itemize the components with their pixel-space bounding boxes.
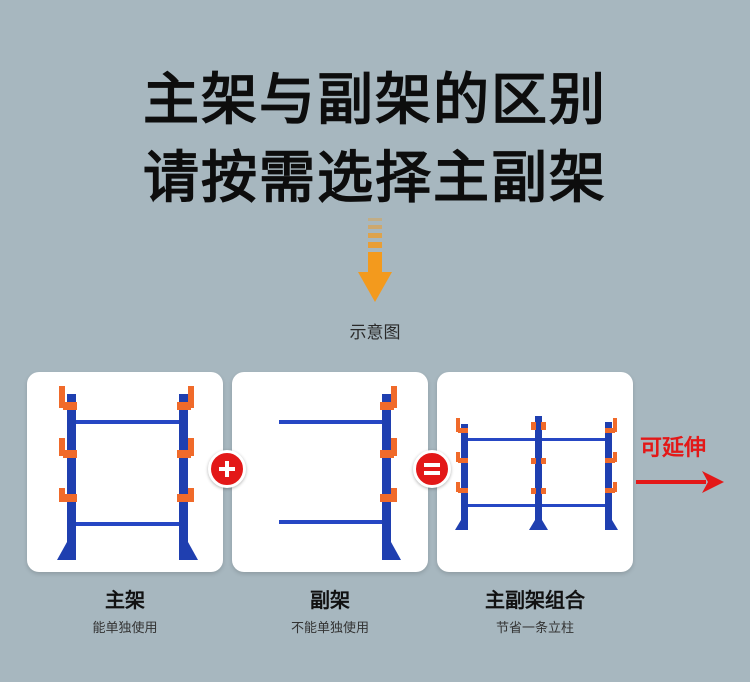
heading-line-1: 主架与副架的区别 (143, 68, 607, 133)
sub-rack-subtitle: 不能单独使用 (290, 621, 369, 636)
diagram-caption: 示意图 (349, 323, 401, 343)
main-rack-card (27, 372, 223, 572)
main-rack-title: 主架 (105, 588, 145, 612)
equals-icon (413, 450, 451, 488)
plus-icon (208, 450, 246, 488)
sub-rack-illustration (279, 386, 401, 560)
combo-rack-illustration (455, 416, 618, 530)
combo-rack-card (437, 372, 633, 572)
sub-rack-card (232, 372, 428, 572)
main-rack-illustration (57, 386, 198, 560)
main-rack-subtitle: 能单独使用 (92, 621, 158, 636)
extend-label: 可延伸 (640, 436, 707, 461)
right-arrow-icon (636, 471, 724, 493)
combo-rack-title: 主副架组合 (485, 588, 585, 612)
sub-rack-title: 副架 (310, 588, 350, 612)
combo-rack-subtitle: 节省一条立柱 (495, 621, 574, 636)
heading-line-2: 请按需选择主副架 (143, 146, 607, 211)
down-arrow-icon (358, 218, 392, 302)
